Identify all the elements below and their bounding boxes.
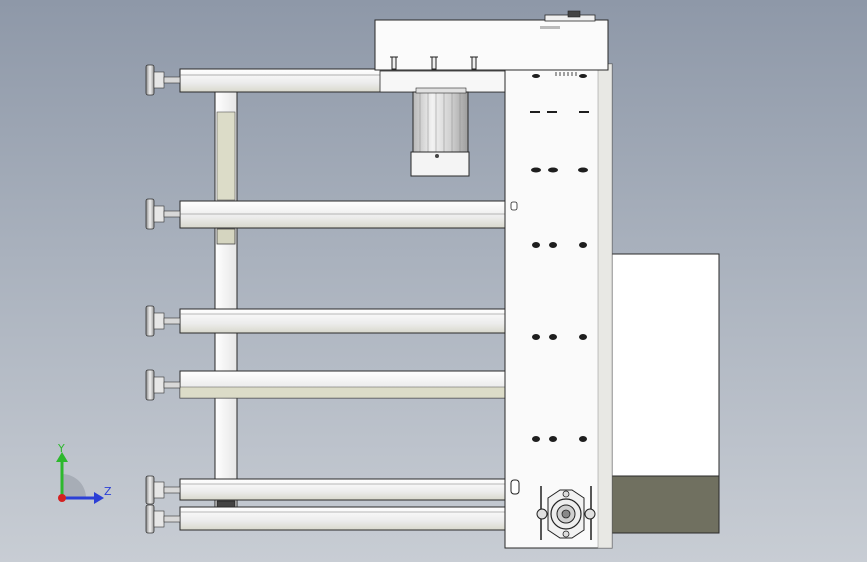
vertical-plate	[504, 63, 613, 549]
adjuster-knob-2	[145, 198, 181, 230]
mounting-bolts	[390, 56, 478, 70]
rail-2	[179, 200, 511, 229]
bearing-assembly	[536, 486, 596, 540]
adjuster-knob-6	[145, 504, 181, 534]
rail-3	[179, 308, 511, 334]
adjuster-knob-4	[145, 369, 181, 401]
rail-6	[179, 506, 511, 531]
rail-4	[179, 370, 511, 399]
top-cover	[374, 10, 609, 71]
y-arrowhead-icon	[56, 452, 68, 462]
plate-slots	[510, 74, 589, 495]
y-axis-label: Y	[57, 442, 65, 455]
side-housing	[611, 253, 720, 534]
motor	[410, 87, 470, 177]
rail-5	[179, 478, 511, 501]
z-arrowhead-icon	[94, 492, 104, 504]
view-triad[interactable]: Y Z	[40, 440, 120, 510]
adjuster-knob-1	[145, 64, 181, 96]
x-axis-dot	[58, 494, 66, 502]
adjuster-knob-3	[145, 305, 181, 337]
z-axis-label: Z	[104, 485, 112, 498]
adjuster-knob-5	[145, 475, 181, 505]
triad-plane-quadrant	[62, 474, 86, 498]
